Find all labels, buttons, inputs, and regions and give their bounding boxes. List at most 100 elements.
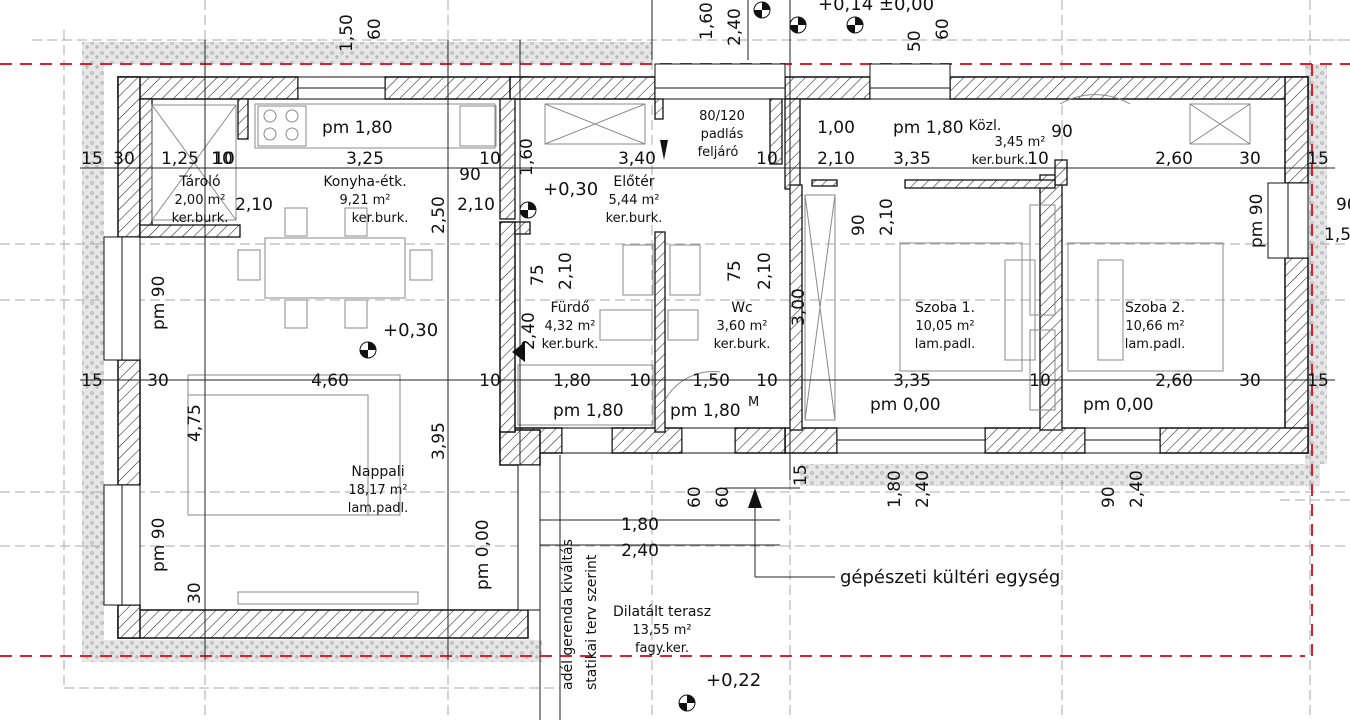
room-furdo-finish: ker.burk. — [542, 337, 599, 352]
dim-misc-11: 1,60 — [517, 138, 537, 176]
level-marker-eloter — [519, 201, 537, 219]
dim-misc-33: 90 — [1336, 195, 1350, 215]
exterior-walls — [117, 76, 1309, 639]
dim-misc-23: 30 — [185, 582, 205, 604]
property-boundary — [0, 63, 1350, 657]
dim-top-6: 3,40 — [618, 149, 656, 169]
dim-misc-8: 2,50 — [429, 196, 449, 234]
padlas-label: padlás — [701, 127, 744, 142]
dim-misc-0: 1,50 — [337, 14, 357, 52]
room-szoba2-name: Szoba 2. — [1125, 300, 1185, 316]
dim-top-11: 10 — [1027, 149, 1049, 169]
room-wc-area: 3,60 m² — [717, 319, 768, 334]
room-konyha-area: 9,21 m² — [340, 193, 391, 208]
room-konyha-finish: ker.burk. — [352, 211, 409, 226]
level-marker-top — [753, 1, 864, 34]
dim-misc-34: 1,50 — [1324, 225, 1350, 245]
room-terasz-finish: fagy.ker. — [635, 641, 689, 656]
dim-top-2: 1,25 — [161, 149, 199, 169]
room-szoba1-name: Szoba 1. — [915, 300, 975, 316]
gravel-strip — [82, 42, 1327, 662]
level-marker-nappali — [359, 341, 377, 359]
dim-mid-11: 30 — [1239, 371, 1261, 391]
dim-misc-24: 1,80 — [621, 515, 659, 535]
dim-misc-15: 2,10 — [755, 252, 775, 290]
dim-mid-4: 1,80 — [553, 371, 591, 391]
dim-top-4: 3,25 — [346, 149, 384, 169]
dim-misc-22: 3,95 — [429, 422, 449, 460]
sill-nappali-door: pm 0,00 — [473, 519, 493, 590]
room-szoba2-area: 10,66 m² — [1125, 319, 1184, 334]
arrow-padlas — [660, 140, 668, 160]
dim-misc-29: 1,80 — [885, 470, 905, 508]
sill-szoba2-w: pm 90 — [1247, 194, 1267, 248]
room-szoba2-finish: lam.padl. — [1125, 337, 1186, 352]
dim-misc-32: 2,40 — [1127, 470, 1147, 508]
gerenda-label-1: adél gerenda kiváltás — [560, 539, 576, 690]
sill-szoba2: pm 0,00 — [1083, 395, 1154, 415]
level-marker-bottom — [678, 694, 696, 712]
dim-mid-8: 3,35 — [893, 371, 931, 391]
dim-misc-7: 2,10 — [457, 195, 495, 215]
motor-label: M — [748, 395, 759, 410]
room-szoba1-finish: lam.padl. — [915, 337, 976, 352]
dim-mid-3: 10 — [479, 371, 501, 391]
dim-misc-31: 90 — [1099, 486, 1119, 508]
dim-mid-9: 10 — [1029, 371, 1051, 391]
elevation-bottom: +0,22 — [706, 670, 761, 691]
dimension-lines — [80, 0, 1335, 720]
room-wc-finish: ker.burk. — [714, 337, 771, 352]
dim-top-13: 30 — [1239, 149, 1261, 169]
dim-mid-10: 2,60 — [1155, 371, 1193, 391]
padlas-size: 80/120 — [699, 109, 745, 124]
room-eloter-name: Előtér — [613, 174, 654, 190]
dim-top-12: 2,60 — [1155, 149, 1193, 169]
elevation-top: +0,14 ±0,00 — [818, 0, 934, 15]
dim-top-0: 15 — [81, 149, 103, 169]
dim-misc-17: 2,40 — [519, 312, 539, 350]
room-kozl-finish: ker.burk. — [972, 153, 1029, 168]
dim-mid-5: 10 — [629, 371, 651, 391]
room-tarolo-area: 2,00 m² — [175, 193, 226, 208]
gerenda-label-2: statikai terv szerint — [584, 554, 600, 690]
dim-misc-1: 60 — [365, 18, 385, 40]
dim-misc-30: 2,40 — [913, 470, 933, 508]
interior-walls — [139, 98, 1068, 433]
dim-misc-3: 2,40 — [725, 8, 745, 46]
dim-top-7: 10 — [756, 149, 778, 169]
dim-misc-12: 75 — [528, 264, 548, 286]
dim-mid-2: 4,60 — [311, 371, 349, 391]
dim-misc-10: 2,10 — [877, 198, 897, 236]
dim-mid-0: 15 — [81, 371, 103, 391]
sill-wc: pm 1,80 — [670, 401, 741, 421]
room-furdo-name: Fürdő — [550, 300, 589, 316]
room-terasz-name: Dilatált terasz — [613, 604, 711, 620]
sill-kozl: pm 1,80 — [893, 118, 964, 138]
room-szoba1-area: 10,05 m² — [915, 319, 974, 334]
dim-mid-6: 1,50 — [692, 371, 730, 391]
sill-nappali-w1: pm 90 — [149, 276, 169, 330]
dim-misc-27: 60 — [713, 486, 733, 508]
sill-nappali-w2: pm 90 — [149, 518, 169, 572]
padlas-feljaro: feljáró — [698, 145, 739, 160]
dim-mid-7: 10 — [756, 371, 778, 391]
room-eloter-area: 5,44 m² — [609, 193, 660, 208]
dim-misc-20: 10 — [211, 149, 233, 169]
dim-misc-5: 60 — [933, 18, 953, 40]
room-konyha-name: Konyha-étk. — [323, 174, 406, 190]
dim-mid-12: 15 — [1307, 371, 1329, 391]
room-tarolo-finish: ker.burk. — [172, 211, 229, 226]
dim-misc-9: 90 — [849, 214, 869, 236]
dim-top-3: 10 — [213, 149, 235, 169]
dim-misc-13: 2,10 — [556, 252, 576, 290]
dim-top-8: 1,00 — [817, 118, 855, 138]
room-furdo-area: 4,32 m² — [545, 319, 596, 334]
elevation-eloter: +0,30 — [543, 179, 598, 200]
arrow-gepeszeti — [748, 488, 762, 508]
dim-misc-18: 90 — [1051, 122, 1073, 142]
dim-misc-21: 4,75 — [185, 404, 205, 442]
room-eloter-finish: ker.burk. — [606, 211, 663, 226]
dim-top-14: 15 — [1307, 149, 1329, 169]
room-nappali-area: 18,17 m² — [348, 483, 407, 498]
